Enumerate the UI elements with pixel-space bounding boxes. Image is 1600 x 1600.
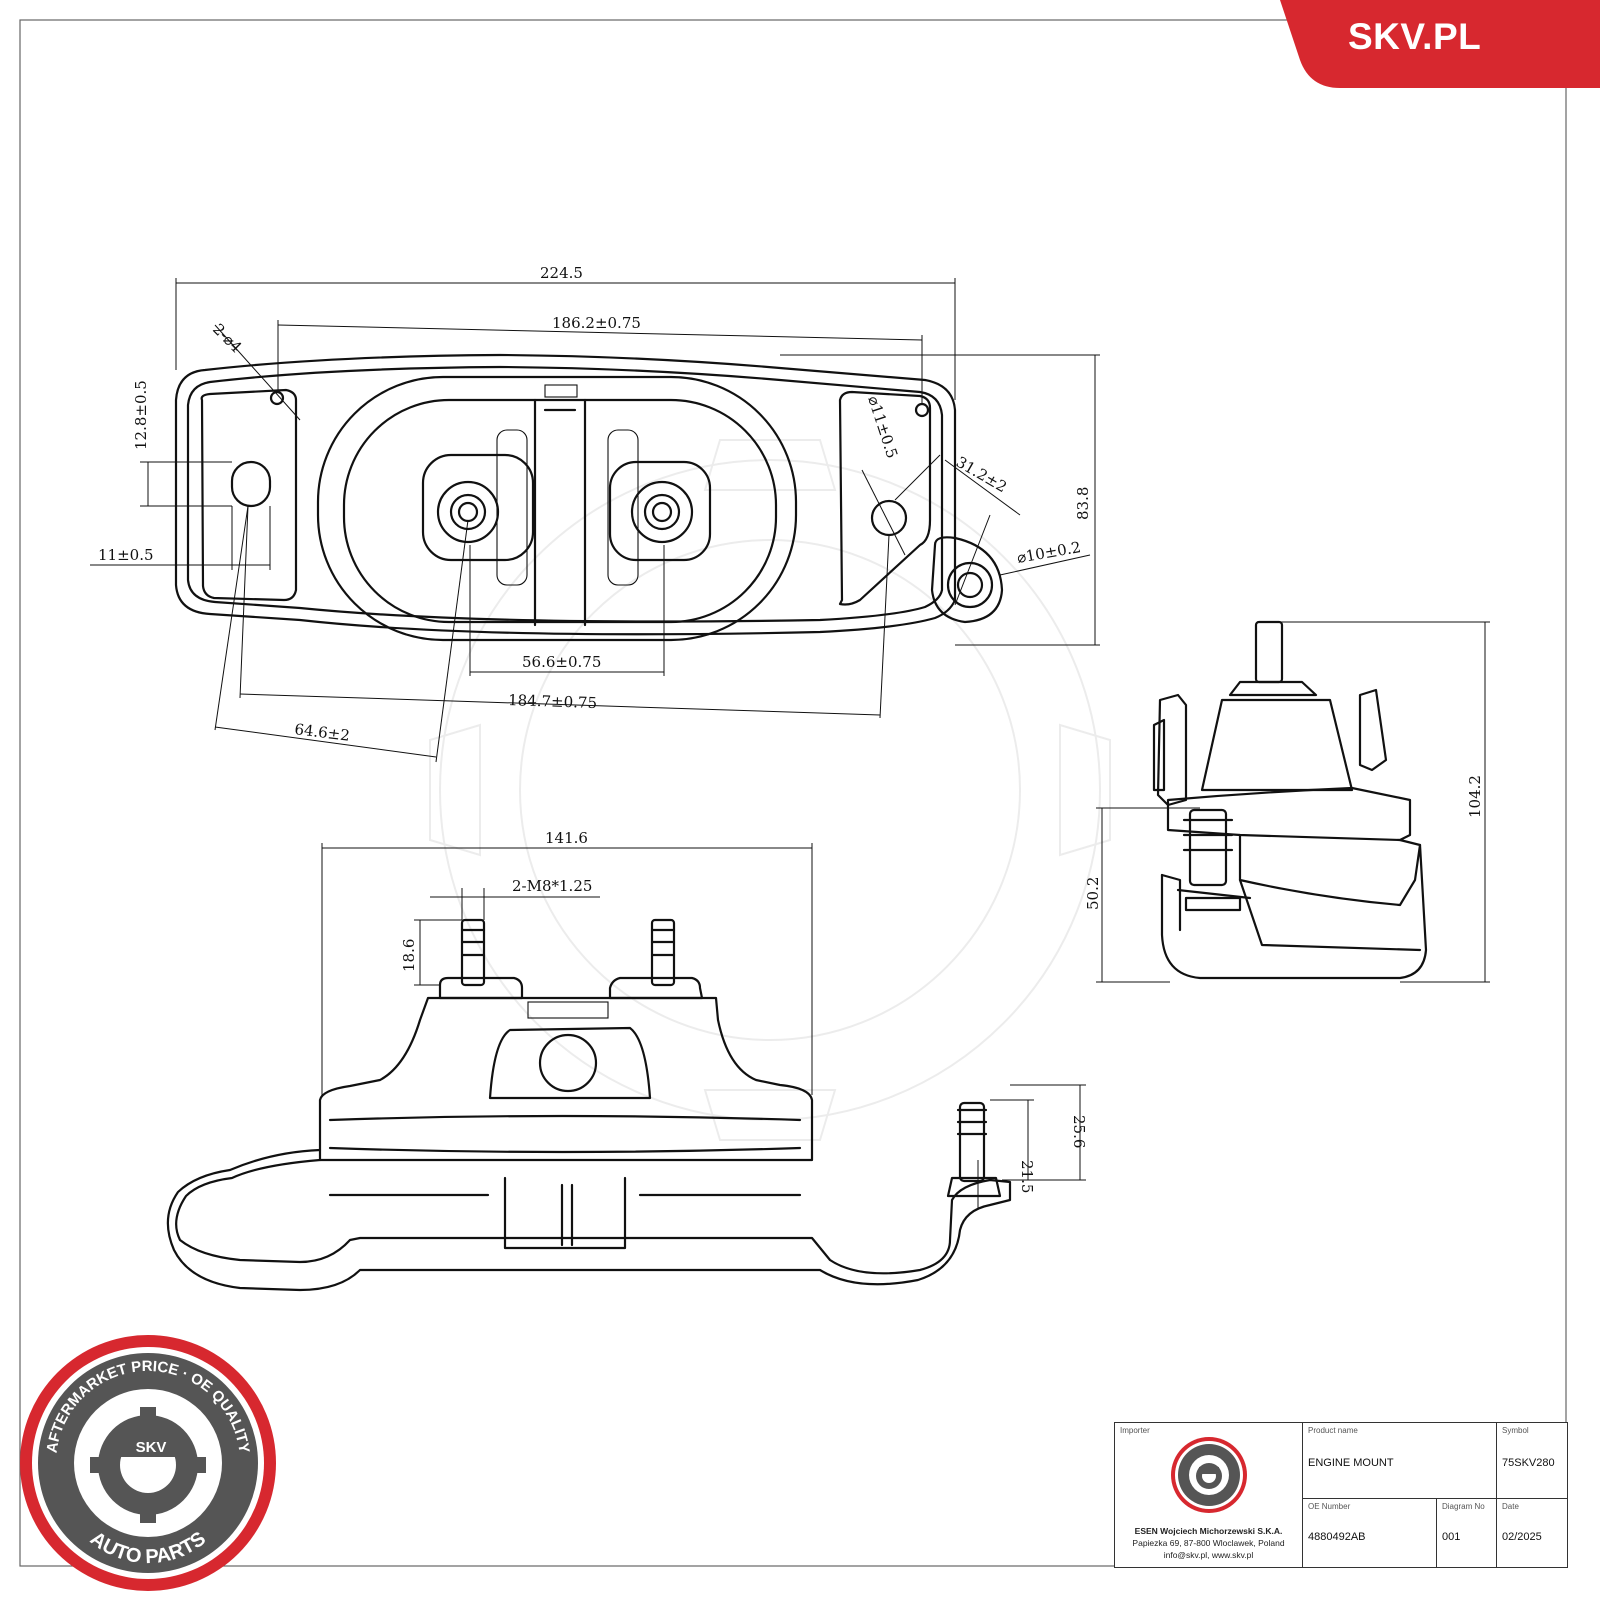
brand-tab bbox=[1280, 0, 1600, 88]
side-view-outline bbox=[1152, 620, 1428, 980]
importer-address: Papiezka 69, 87-800 Wloclawek, Poland bbox=[1132, 1538, 1285, 1548]
seal-center-label: SKV bbox=[136, 1439, 167, 1456]
dim-stud-height: 18.6 bbox=[400, 939, 418, 972]
dim-stud-thread: 2-M8*1.25 bbox=[512, 877, 592, 895]
skv-quality-seal: AFTERMARKET PRICE · OE QUALITY AUTO PART… bbox=[20, 1335, 276, 1591]
diagram-no-cell: Diagram No 001 bbox=[1437, 1499, 1497, 1567]
dim-side-base-height: 50.2 bbox=[1084, 877, 1102, 910]
dim-slot-to-stud: 64.6±2 bbox=[294, 720, 351, 745]
top-view-dimension-lines bbox=[90, 278, 1100, 763]
watermark-gear-icon bbox=[429, 439, 1111, 1141]
dim-hole-spacing: 186.2±0.75 bbox=[552, 314, 641, 332]
date-label: Date bbox=[1502, 1502, 1519, 1511]
oe-number-cell: OE Number 4880492AB bbox=[1303, 1499, 1437, 1567]
importer-logo-icon bbox=[1171, 1437, 1247, 1513]
dim-small-holes: 2-⌀4 bbox=[209, 320, 245, 356]
brand-site-label[interactable]: SKV.PL bbox=[1348, 16, 1482, 57]
title-block: Importer ESEN Wojciech Michorzewski S.K.… bbox=[1114, 1422, 1568, 1568]
dim-stud-spacing: 56.6±0.75 bbox=[522, 653, 601, 671]
side-view-dimension-lines bbox=[1096, 621, 1490, 983]
dim-side-overall-height: 104.2 bbox=[1466, 775, 1484, 818]
top-view-outline bbox=[174, 353, 1004, 642]
front-view-outline bbox=[166, 918, 1012, 1292]
product-name-cell: Product name ENGINE MOUNT bbox=[1303, 1423, 1497, 1499]
diagram-no-label: Diagram No bbox=[1442, 1502, 1485, 1511]
date-value: 02/2025 bbox=[1502, 1531, 1542, 1543]
dim-overall-length: 224.5 bbox=[540, 264, 583, 282]
front-view-dimension-labels: 141.6 2-M8*1.25 18.6 21.5 25.6 bbox=[400, 829, 1088, 1193]
side-view-dimension-labels: 104.2 50.2 bbox=[1084, 775, 1484, 910]
oe-number-value: 4880492AB bbox=[1308, 1531, 1366, 1543]
dim-slot-width: 11±0.5 bbox=[98, 546, 154, 564]
importer-label: Importer bbox=[1120, 1426, 1150, 1435]
oe-number-label: OE Number bbox=[1308, 1502, 1351, 1511]
product-name-label: Product name bbox=[1308, 1426, 1358, 1435]
importer-name: ESEN Wojciech Michorzewski S.K.A. bbox=[1134, 1526, 1283, 1536]
date-cell: Date 02/2025 bbox=[1497, 1499, 1567, 1567]
diagram-no-value: 001 bbox=[1442, 1531, 1461, 1543]
dim-pin-diameter: ⌀10±0.2 bbox=[1016, 538, 1083, 567]
importer-cell: Importer ESEN Wojciech Michorzewski S.K.… bbox=[1115, 1423, 1303, 1567]
dim-slot-offset: 12.8±0.5 bbox=[132, 380, 150, 450]
dim-pin-total: 25.6 bbox=[1070, 1115, 1088, 1148]
dim-body-width: 141.6 bbox=[545, 829, 588, 847]
product-name-value: ENGINE MOUNT bbox=[1308, 1457, 1394, 1469]
symbol-value: 75SKV280 bbox=[1502, 1457, 1555, 1469]
dim-overall-height: 83.8 bbox=[1074, 487, 1092, 520]
dim-slot-to-hole: 184.7±0.75 bbox=[508, 691, 597, 712]
symbol-label: Symbol bbox=[1502, 1426, 1529, 1435]
front-view-dimension-lines bbox=[321, 843, 1086, 1210]
dim-pin-length: 21.5 bbox=[1018, 1160, 1036, 1193]
dim-pin-offset: 31.2±2 bbox=[953, 453, 1010, 496]
importer-contact: info@skv.pl, www.skv.pl bbox=[1163, 1550, 1254, 1560]
symbol-cell: Symbol 75SKV280 bbox=[1497, 1423, 1567, 1499]
dim-hole-diameter: ⌀11±0.5 bbox=[864, 394, 901, 461]
sheet-border bbox=[19, 19, 1567, 1567]
